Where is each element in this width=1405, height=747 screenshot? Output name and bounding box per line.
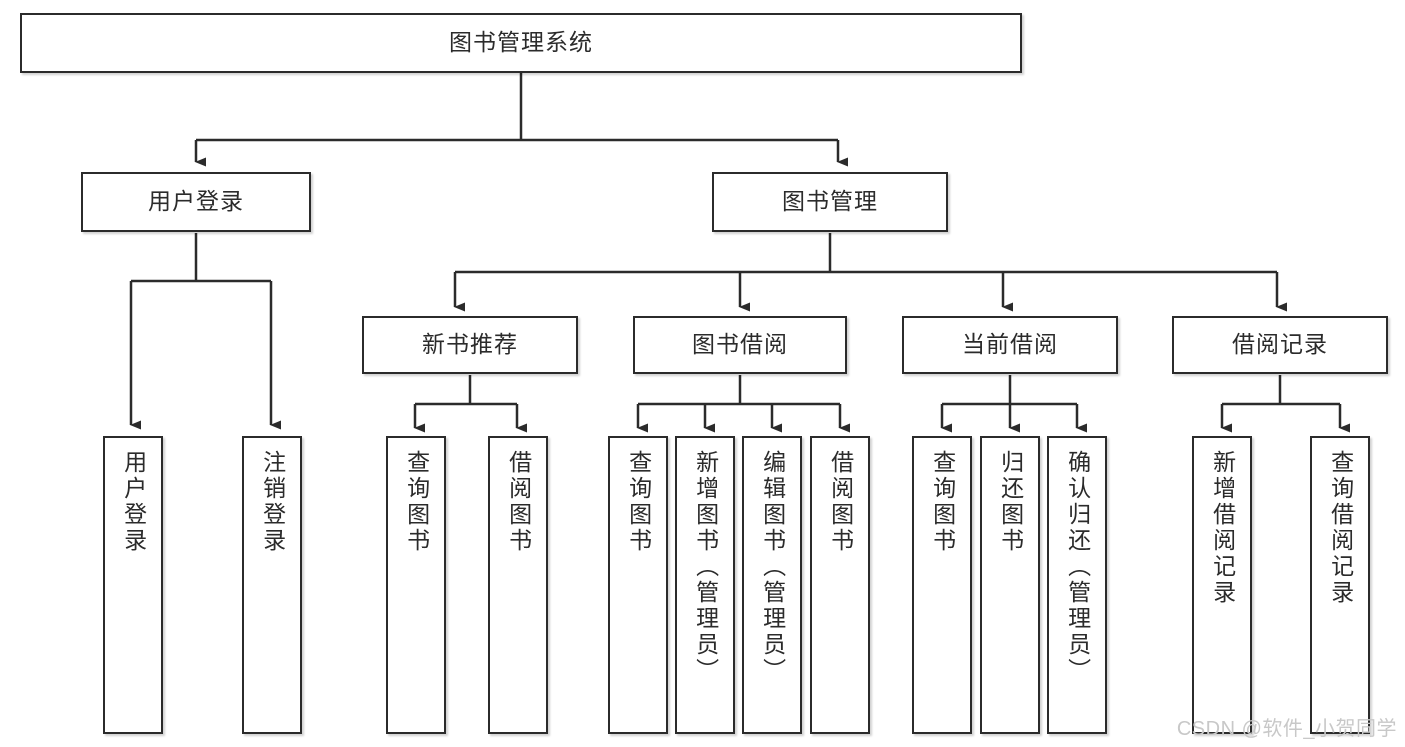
node-leaf-query-book-2[interactable]: 查询图书 (608, 436, 668, 734)
node-leaf-logout-login[interactable]: 注销登录 (242, 436, 302, 734)
node-leaf-user-login-label: 用户登录 (120, 450, 147, 554)
node-leaf-return-book-label: 归还图书 (997, 450, 1024, 554)
node-current-borrow-label: 当前借阅 (962, 331, 1058, 358)
node-leaf-query-book-3-label: 查询图书 (929, 450, 956, 554)
node-root-label: 图书管理系统 (449, 29, 593, 56)
node-leaf-borrow-book-1-label: 借阅图书 (505, 450, 532, 554)
node-leaf-user-login[interactable]: 用户登录 (103, 436, 163, 734)
node-book-borrow-label: 图书借阅 (692, 331, 788, 358)
node-book-borrow[interactable]: 图书借阅 (633, 316, 847, 374)
node-leaf-confirm-return[interactable]: 确认归还（管理员） (1047, 436, 1107, 734)
node-current-borrow[interactable]: 当前借阅 (902, 316, 1118, 374)
node-book-manage[interactable]: 图书管理 (712, 172, 948, 232)
node-leaf-return-book[interactable]: 归还图书 (980, 436, 1040, 734)
node-leaf-add-book[interactable]: 新增图书（管理员） (675, 436, 735, 734)
node-user-login[interactable]: 用户登录 (81, 172, 311, 232)
node-leaf-edit-book[interactable]: 编辑图书（管理员） (742, 436, 802, 734)
node-leaf-add-record[interactable]: 新增借阅记录 (1192, 436, 1252, 734)
node-leaf-query-book-1[interactable]: 查询图书 (386, 436, 446, 734)
node-leaf-borrow-book-2[interactable]: 借阅图书 (810, 436, 870, 734)
node-leaf-borrow-book-2-label: 借阅图书 (827, 450, 854, 554)
node-book-manage-label: 图书管理 (782, 188, 878, 215)
node-new-book-recommend-label: 新书推荐 (422, 331, 518, 358)
node-leaf-logout-login-label: 注销登录 (259, 450, 286, 554)
node-leaf-add-book-label: 新增图书（管理员） (692, 450, 719, 684)
node-leaf-query-book-1-label: 查询图书 (403, 450, 430, 554)
node-leaf-add-record-label: 新增借阅记录 (1209, 450, 1236, 606)
node-leaf-query-record-label: 查询借阅记录 (1327, 450, 1354, 606)
node-leaf-confirm-return-label: 确认归还（管理员） (1064, 450, 1091, 684)
csdn-watermark: CSDN @软件_小贺同学 (1176, 718, 1397, 740)
node-leaf-edit-book-label: 编辑图书（管理员） (759, 450, 786, 684)
node-leaf-query-book-3[interactable]: 查询图书 (912, 436, 972, 734)
node-borrow-record[interactable]: 借阅记录 (1172, 316, 1388, 374)
node-leaf-borrow-book-1[interactable]: 借阅图书 (488, 436, 548, 734)
node-leaf-query-book-2-label: 查询图书 (625, 450, 652, 554)
node-new-book-recommend[interactable]: 新书推荐 (362, 316, 578, 374)
node-borrow-record-label: 借阅记录 (1232, 331, 1328, 358)
node-root[interactable]: 图书管理系统 (20, 13, 1022, 73)
node-leaf-query-record[interactable]: 查询借阅记录 (1310, 436, 1370, 734)
node-user-login-label: 用户登录 (148, 188, 244, 215)
